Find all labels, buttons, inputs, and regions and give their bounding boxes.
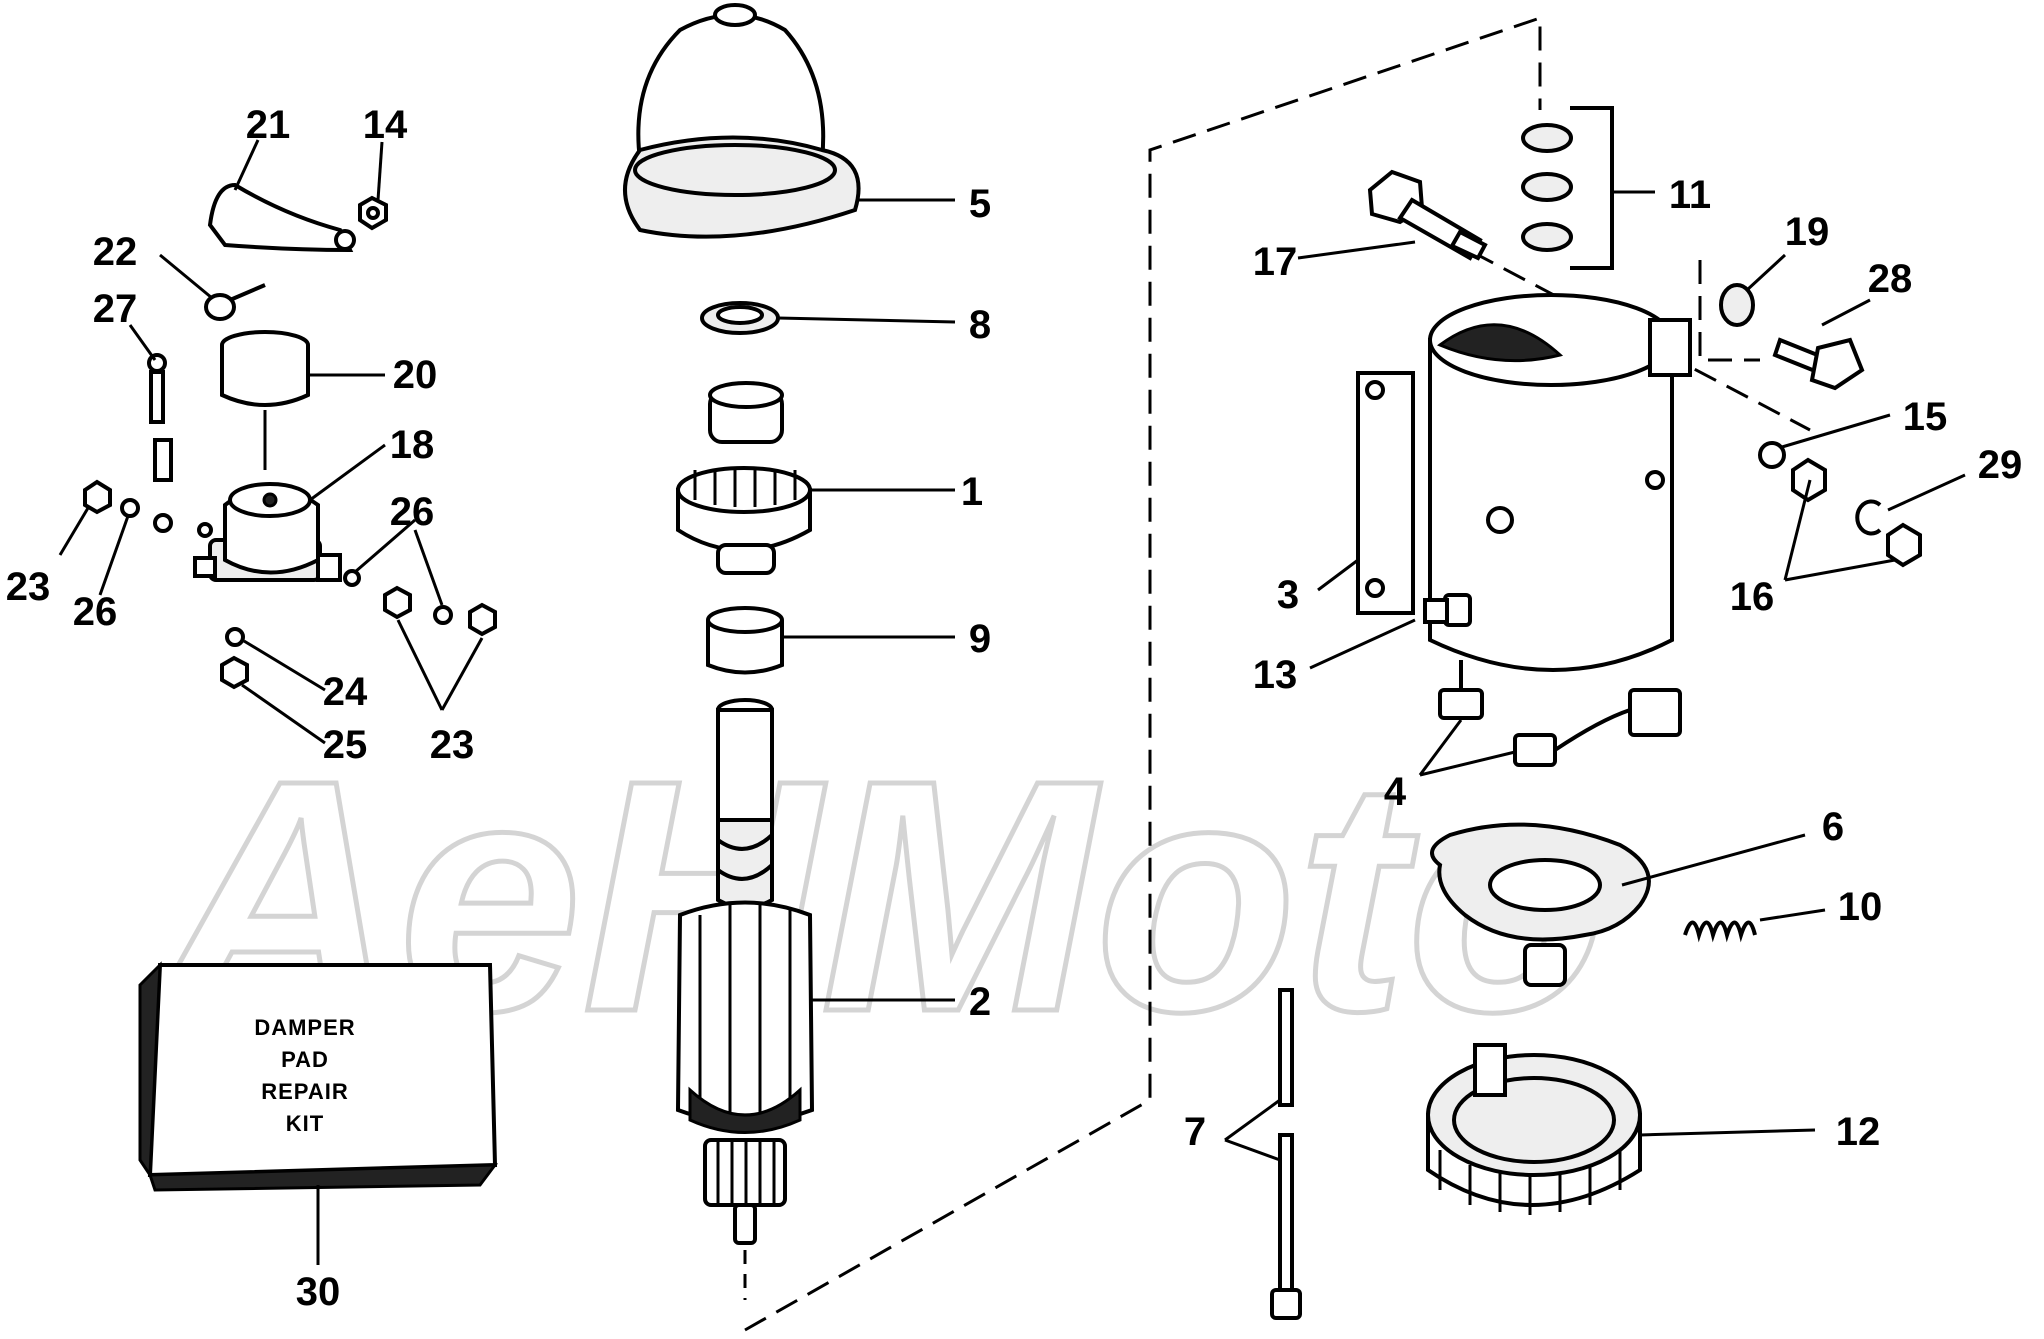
part-29-washer bbox=[1855, 499, 1882, 536]
callout-24: 24 bbox=[323, 670, 368, 714]
callout-8: 8 bbox=[969, 303, 991, 347]
kit-label-line-2: PAD bbox=[281, 1047, 329, 1072]
kit-label-line-1: DAMPER bbox=[254, 1015, 355, 1040]
callout-27: 27 bbox=[93, 287, 138, 331]
part-3-motor-frame bbox=[1356, 293, 1692, 672]
part-27-terminal-stud bbox=[147, 353, 173, 533]
part-22-screw bbox=[204, 283, 266, 321]
part-6-brush-plate bbox=[1430, 822, 1651, 987]
part-11-bracket bbox=[1570, 106, 1614, 270]
part-7-through-bolts bbox=[1270, 988, 1302, 1320]
part-15-lock-washer bbox=[1758, 441, 1786, 469]
part-21-clamp-strap bbox=[207, 182, 356, 253]
callout-19: 19 bbox=[1785, 210, 1830, 254]
part-5-cap bbox=[623, 3, 861, 239]
part-30-kit-box: DAMPER PAD REPAIR KIT bbox=[138, 961, 499, 1192]
callout-15: 15 bbox=[1903, 395, 1948, 439]
callout-29: 29 bbox=[1978, 443, 2023, 487]
part-26-washer-right bbox=[343, 569, 453, 625]
callout-3: 3 bbox=[1277, 573, 1299, 617]
part-16-nuts bbox=[1791, 457, 1922, 568]
callout-28: 28 bbox=[1868, 257, 1913, 301]
callout-1: 1 bbox=[961, 470, 983, 514]
callout-22: 22 bbox=[93, 230, 138, 274]
part-17-through-bolt bbox=[1367, 169, 1488, 261]
callout-12: 12 bbox=[1836, 1110, 1881, 1154]
callout-18: 18 bbox=[390, 423, 435, 467]
callout-13: 13 bbox=[1253, 653, 1298, 697]
callout-numbers: 21 14 22 27 20 18 26 23 26 24 23 25 30 5… bbox=[6, 103, 2023, 1314]
part-28-bolt bbox=[1772, 337, 1865, 391]
part-2-armature bbox=[675, 698, 815, 1245]
callout-9: 9 bbox=[969, 617, 991, 661]
part-12-end-cap bbox=[1426, 1043, 1642, 1215]
callout-16: 16 bbox=[1730, 575, 1775, 619]
callout-11: 11 bbox=[1669, 173, 1711, 217]
part-10-spring bbox=[1683, 920, 1757, 943]
part-8-bushing bbox=[700, 301, 780, 335]
part-14-nut bbox=[358, 195, 388, 231]
callout-7: 7 bbox=[1184, 1110, 1206, 1154]
callout-26-right: 26 bbox=[390, 490, 435, 534]
part-23-nut-left bbox=[83, 479, 112, 515]
part-11-washers bbox=[1521, 123, 1573, 252]
part-20-band bbox=[220, 330, 310, 407]
kit-label-line-3: REPAIR bbox=[261, 1079, 349, 1104]
part-4-brushes bbox=[1438, 660, 1682, 767]
part-1-drive-gear bbox=[676, 381, 812, 575]
callout-25: 25 bbox=[323, 723, 368, 767]
callout-20: 20 bbox=[393, 353, 438, 397]
assembly-dashed-outline bbox=[744, 15, 1542, 1332]
callout-30: 30 bbox=[296, 1270, 341, 1314]
callout-23-right: 23 bbox=[430, 723, 475, 767]
callout-10: 10 bbox=[1838, 885, 1883, 929]
kit-label-line-4: KIT bbox=[286, 1111, 324, 1136]
part-9-spacer bbox=[706, 606, 784, 675]
part-13-terminal bbox=[1423, 593, 1472, 627]
part-18-solenoid bbox=[193, 482, 342, 582]
callout-14: 14 bbox=[363, 103, 408, 147]
part-24-washer bbox=[225, 627, 245, 647]
callout-17: 17 bbox=[1253, 240, 1298, 284]
part-26-washer-left bbox=[120, 498, 140, 518]
leader-lines bbox=[58, 139, 1966, 1265]
callout-5: 5 bbox=[969, 182, 991, 226]
callout-6: 6 bbox=[1822, 805, 1844, 849]
callout-26-left: 26 bbox=[73, 590, 118, 634]
part-23-nuts-right bbox=[383, 585, 497, 637]
callout-4: 4 bbox=[1384, 770, 1407, 814]
callout-2: 2 bbox=[969, 980, 991, 1024]
callout-23-left: 23 bbox=[6, 565, 51, 609]
part-19-washer bbox=[1719, 283, 1755, 327]
part-25-nut bbox=[220, 655, 249, 690]
callout-21: 21 bbox=[246, 103, 291, 147]
